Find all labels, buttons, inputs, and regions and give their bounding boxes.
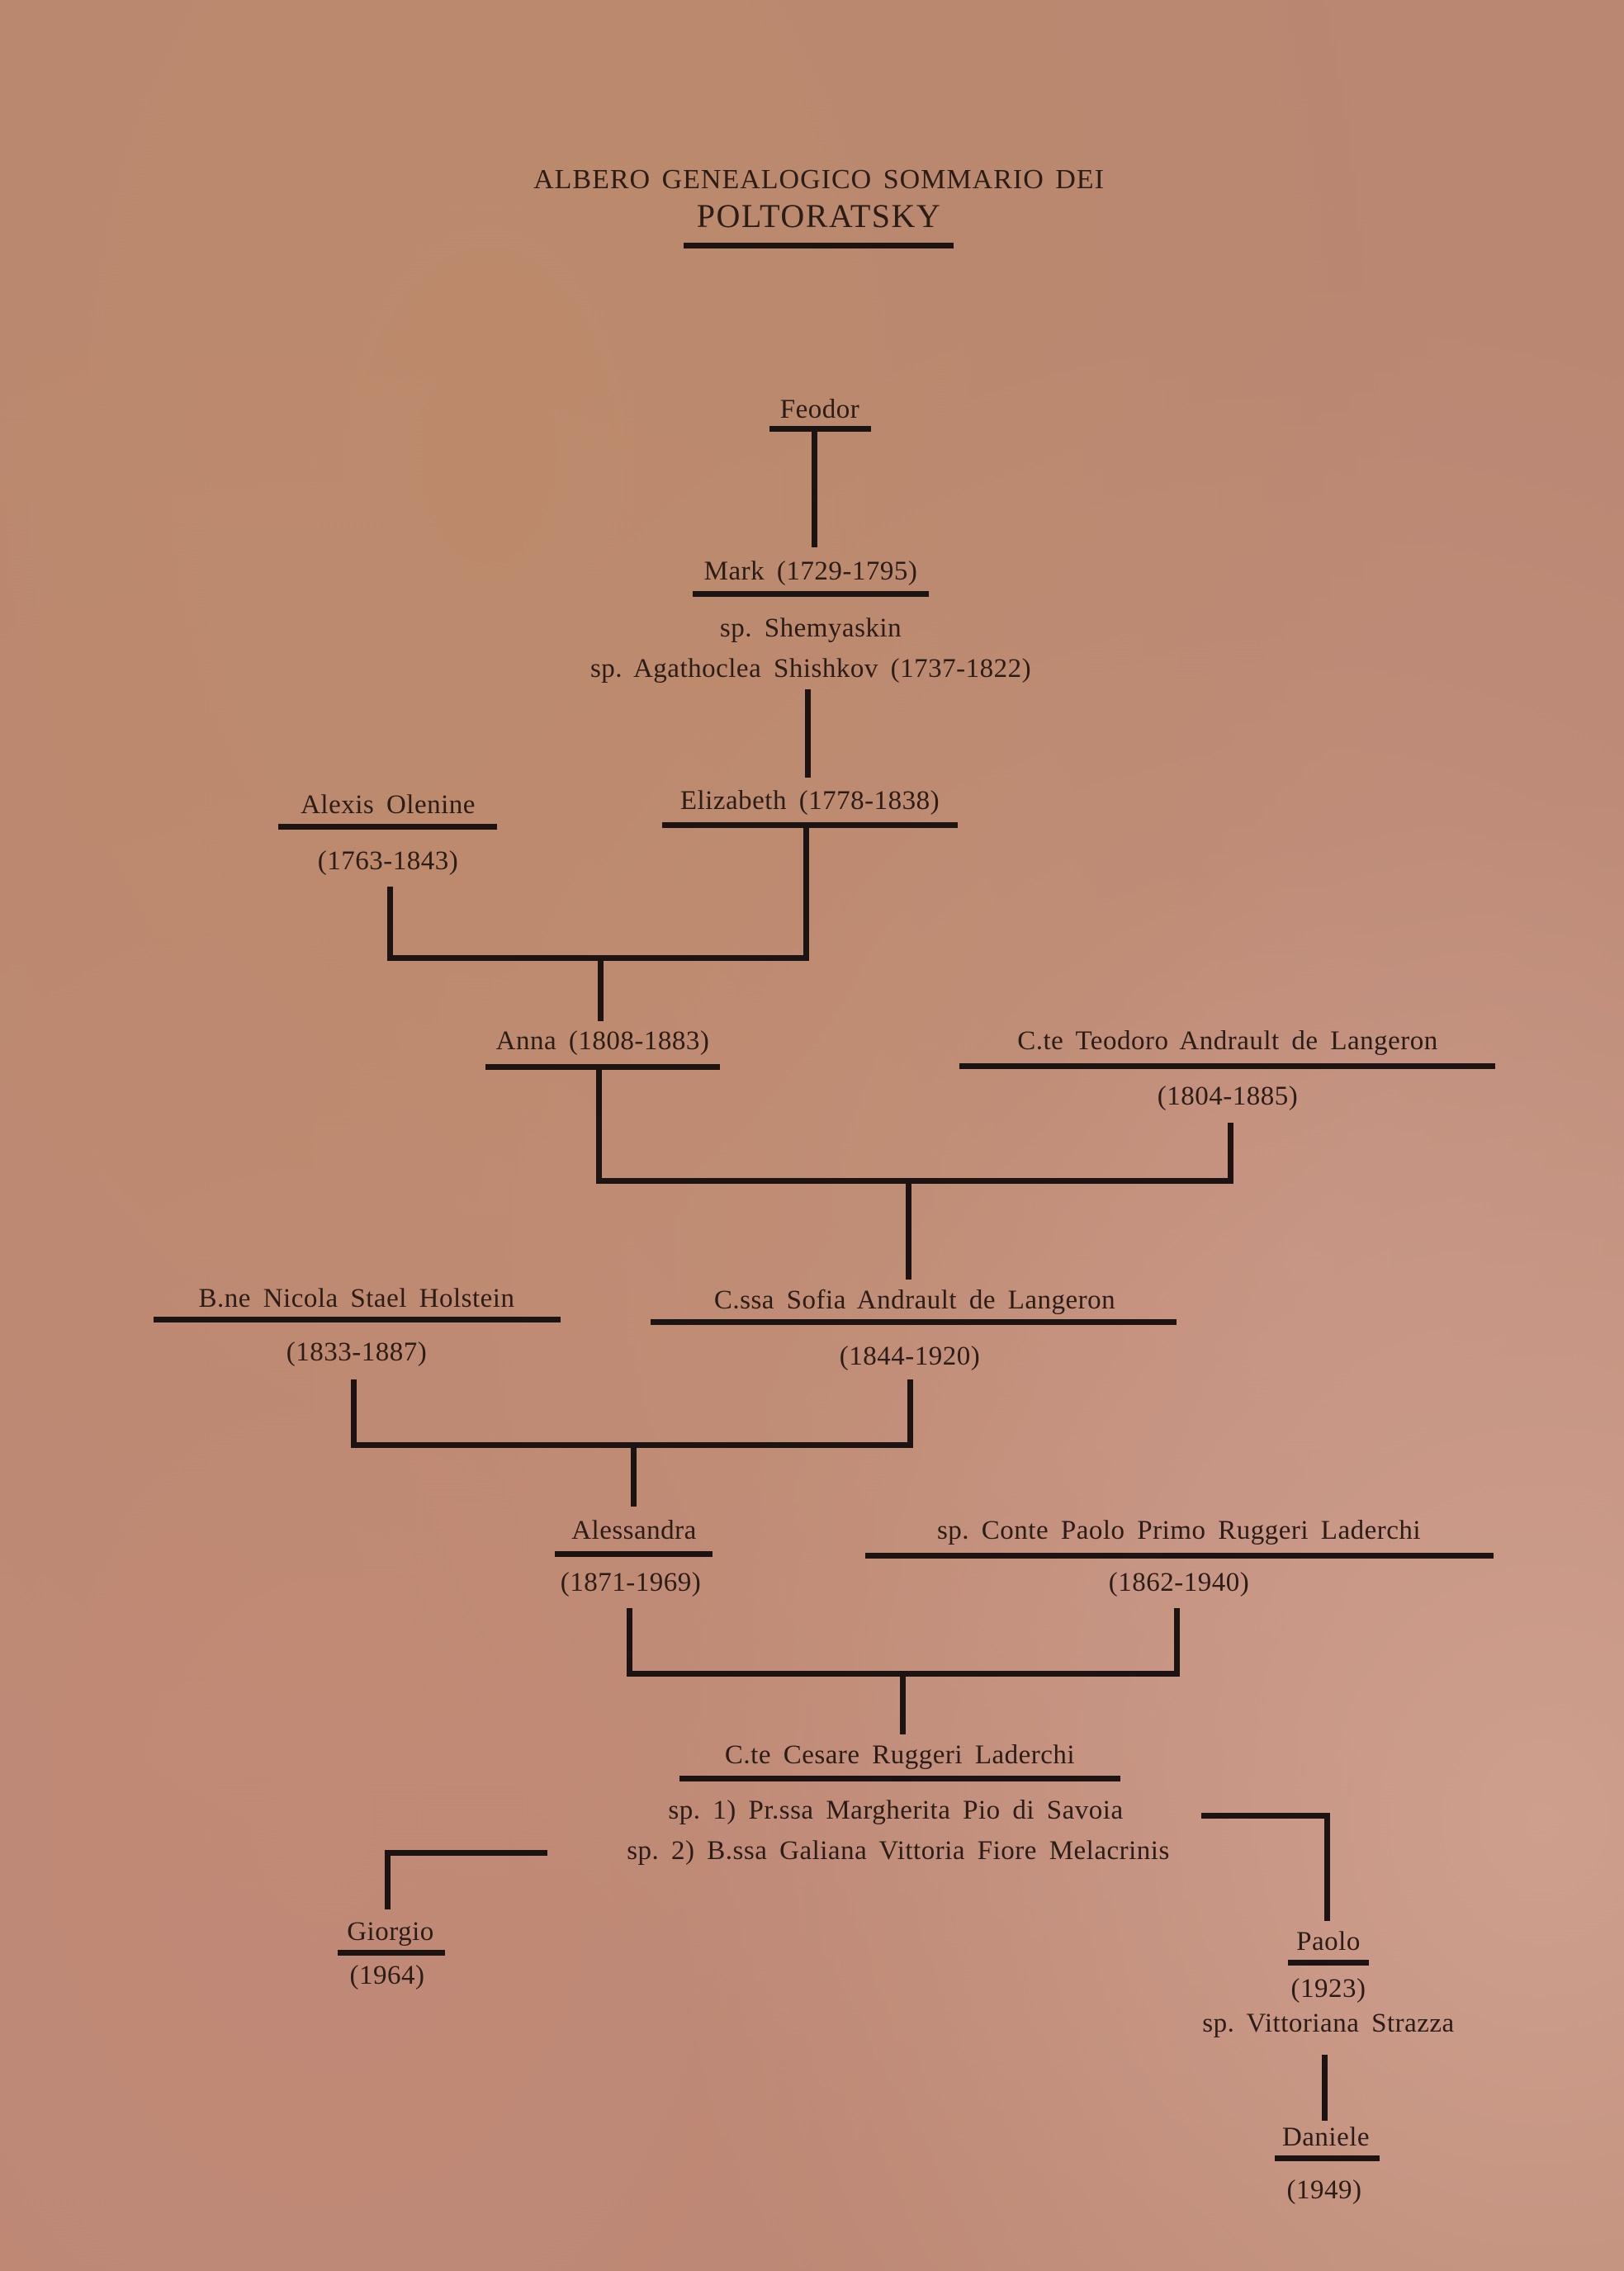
alessandra-underline [555,1551,713,1557]
connector-marriage-anna-teodoro [596,1178,1233,1184]
cesare-spouse-2: sp. 2) B.ssa Galiana Vittoria Fiore Mela… [627,1836,1170,1866]
connector-mark-elizabeth [805,689,811,778]
person-anna: Anna (1808-1883) [495,1026,710,1056]
connector-teodoro-down [1228,1123,1233,1184]
person-paolo-primo-ruggeri-laderchi: sp. Conte Paolo Primo Ruggeri Laderchi [936,1516,1422,1545]
paolo-dates: (1923) [1290,1974,1366,2004]
cesare-underline [679,1776,1120,1781]
person-elizabeth: Elizabeth (1778-1838) [679,786,940,816]
cesare-spouse-1: sp. 1) Pr.ssa Margherita Pio di Savoia [668,1796,1124,1825]
teodoro-underline [959,1063,1495,1069]
person-cesare-ruggeri-laderchi: C.te Cesare Ruggeri Laderchi [724,1740,1076,1770]
connector-to-sofia [906,1180,911,1280]
connector-to-cesare [900,1673,906,1734]
daniele-dates: (1949) [1286,2175,1362,2205]
person-giorgio: Giorgio [347,1917,434,1947]
connector-spouse1-to-paolo [1324,1813,1330,1921]
connector-to-alessandra [631,1445,637,1507]
mark-underline [693,591,929,597]
connector-alessandra-down [627,1608,632,1677]
paolo-primo-dates: (1862-1940) [1108,1568,1250,1597]
teodoro-dates: (1804-1885) [1157,1081,1299,1111]
paolo-primo-underline [865,1553,1494,1559]
connector-elizabeth-down [803,826,809,961]
person-teodoro-langeron: C.te Teodoro Andrault de Langeron [1017,1026,1438,1056]
connector-paolo-primo-down [1174,1608,1180,1677]
person-feodor: Feodor [779,395,860,424]
connector-paolo-daniele [1322,2055,1328,2121]
person-paolo: Paolo [1296,1927,1361,1956]
alexis-dates: (1763-1843) [317,846,459,876]
sofia-underline [651,1319,1177,1325]
paolo-underline [1288,1960,1369,1966]
anna-underline [485,1064,720,1070]
connector-feodor-mark [812,429,817,547]
sofia-dates: (1844-1920) [839,1341,981,1371]
connector-nicola-down [351,1379,357,1448]
person-alessandra: Alessandra [571,1516,697,1545]
person-alexis-olenine: Alexis Olenine [301,790,476,820]
alexis-underline [278,824,497,830]
title-underline [684,243,954,248]
mark-spouse-1: sp. Shemyaskin [719,613,902,643]
giorgio-dates: (1964) [349,1961,425,1990]
giorgio-underline [338,1950,445,1956]
person-daniele: Daniele [1281,2122,1371,2152]
mark-spouse-2: sp. Agathoclea Shishkov (1737-1822) [589,654,1032,684]
connector-alexis-down [387,887,393,961]
person-nicola-stael-holstein: B.ne Nicola Stael Holstein [198,1284,515,1313]
paolo-spouse: sp. Vittoriana Strazza [1202,2008,1455,2038]
person-sofia-langeron: C.ssa Sofia Andrault de Langeron [713,1285,1116,1315]
connector-spouse2-horizontal [385,1850,547,1856]
nicola-underline [154,1317,561,1322]
connector-to-anna [598,958,604,1021]
elizabeth-underline [662,822,958,828]
person-mark: Mark (1729-1795) [703,556,918,586]
alessandra-dates: (1871-1969) [560,1568,702,1597]
daniele-underline [1275,2155,1380,2161]
connector-anna-down [596,1067,602,1184]
chart-title: ALBERO GENEALOGICO SOMMARIO DEI [533,164,1105,195]
family-name-title: POLTORATSKY [696,197,942,234]
feodor-underline [769,426,871,432]
nicola-dates: (1833-1887) [286,1337,428,1367]
connector-spouse2-to-giorgio [385,1850,391,1909]
connector-spouse1-horizontal [1201,1813,1330,1819]
connector-sofia-down [907,1379,913,1448]
